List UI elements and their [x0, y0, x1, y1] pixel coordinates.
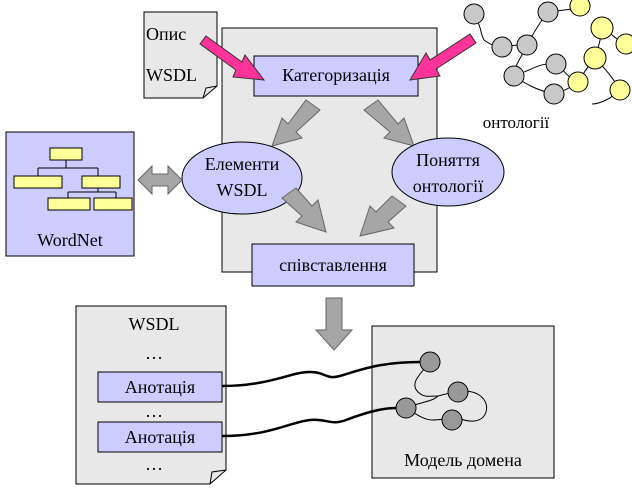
ontology-concepts-line1: Поняття — [416, 150, 480, 170]
annotated-wsdl-title: WSDL — [129, 314, 180, 334]
annotation-2: Анотація — [125, 427, 195, 447]
ellipsis-bottom: … — [145, 454, 163, 474]
pink-arrow-from-ontology — [409, 33, 477, 81]
domain-model-panel: Модель домена — [371, 325, 555, 479]
wordnet-panel: WordNet — [5, 131, 135, 257]
arrow-to-ontology-concepts — [363, 99, 415, 147]
source-wsdl-document: Опис WSDL — [143, 11, 218, 99]
annotation-1: Анотація — [125, 377, 195, 397]
ontology-concepts-line2: онтології — [413, 176, 483, 196]
arrow-elements-to-matching — [281, 187, 327, 233]
ontology-graph: онтології — [463, 0, 632, 132]
source-doc-line2: WSDL — [146, 65, 197, 85]
arrow-to-wsdl-elements — [271, 99, 321, 147]
wsdl-elements-line1: Елементи — [205, 154, 280, 174]
annotation-link-1 — [221, 360, 421, 388]
wordnet-tree-icon — [37, 160, 117, 198]
arrow-concepts-to-matching — [359, 195, 407, 237]
annotated-wsdl-document: WSDL … Анотація … Анотація … — [75, 305, 227, 485]
wsdl-elements-line2: WSDL — [217, 180, 268, 200]
ellipsis-top: … — [145, 343, 163, 363]
categorization-label: Категоризація — [282, 65, 390, 85]
bidirectional-arrow — [137, 164, 183, 196]
source-doc-line1: Опис — [146, 24, 186, 44]
down-arrow — [314, 297, 354, 351]
categorization-box: Категоризація — [253, 55, 419, 97]
ellipsis-mid: … — [145, 401, 163, 421]
wordnet-label: WordNet — [37, 230, 103, 250]
wsdl-elements-ellipse: Елементи WSDL — [181, 141, 303, 215]
pink-arrow-from-doc — [199, 35, 266, 81]
matching-label: співставлення — [279, 255, 387, 275]
domain-model-label: Модель домена — [404, 450, 522, 470]
annotation-link-2 — [221, 406, 397, 438]
matching-box: співставлення — [251, 243, 415, 287]
ontology-label: онтології — [483, 113, 550, 132]
ontology-concepts-ellipse: Поняття онтології — [391, 137, 505, 207]
